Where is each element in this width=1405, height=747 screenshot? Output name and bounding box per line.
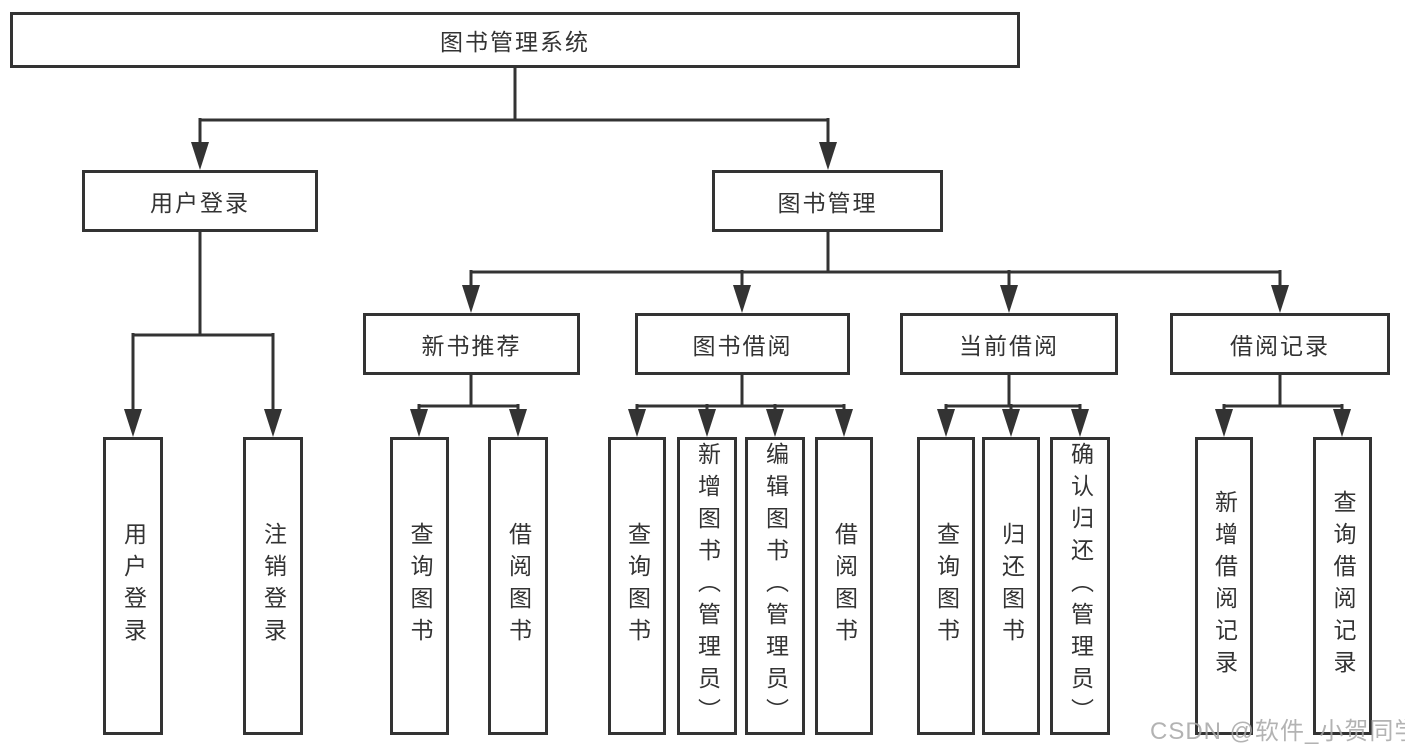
arrowhead xyxy=(509,409,527,437)
arrowhead xyxy=(191,142,209,170)
node-label: 确认归还（管理员） xyxy=(1067,442,1094,730)
connector-new-book-recommend xyxy=(417,375,520,415)
arrowhead xyxy=(628,409,646,437)
arrowhead xyxy=(698,409,716,437)
node-query-books-recommend: 查询图书 xyxy=(390,437,449,735)
node-label: 借阅图书 xyxy=(831,522,858,650)
node-query-borrow-record: 查询借阅记录 xyxy=(1313,437,1372,735)
arrowhead xyxy=(1271,285,1289,313)
node-label: 归还图书 xyxy=(998,522,1025,650)
node-label: 当前借阅 xyxy=(959,333,1059,359)
node-label: 新书推荐 xyxy=(421,333,522,359)
node-user-login-branch: 用户登录 xyxy=(82,170,318,232)
node-label: 用户登录 xyxy=(150,190,250,216)
node-book-borrow: 图书借阅 xyxy=(635,313,850,375)
node-label: 查询借阅记录 xyxy=(1330,490,1356,682)
node-label: 新增借阅记录 xyxy=(1211,490,1238,682)
arrowhead xyxy=(264,409,282,437)
node-label: 查询图书 xyxy=(933,522,960,650)
node-label: 借阅记录 xyxy=(1230,333,1330,359)
node-logout: 注销登录 xyxy=(243,437,303,735)
arrowhead xyxy=(835,409,853,437)
arrowhead xyxy=(410,409,428,437)
node-library-system: 图书管理系统 xyxy=(10,12,1020,68)
node-borrow-books: 借阅图书 xyxy=(815,437,873,735)
node-return-books: 归还图书 xyxy=(982,437,1040,735)
connector-book-management xyxy=(469,232,1282,291)
connector-root xyxy=(198,68,830,150)
node-current-borrow: 当前借阅 xyxy=(900,313,1118,375)
arrowhead xyxy=(1002,409,1020,437)
node-add-borrow-record: 新增借阅记录 xyxy=(1195,437,1253,735)
arrowhead xyxy=(1071,409,1089,437)
arrowhead xyxy=(462,285,480,313)
node-edit-books-admin: 编辑图书（管理员） xyxy=(745,437,805,735)
node-label: 图书管理系统 xyxy=(440,29,590,55)
node-confirm-return-admin: 确认归还（管理员） xyxy=(1050,437,1110,735)
node-label: 注销登录 xyxy=(260,522,287,650)
node-borrow-books-recommend: 借阅图书 xyxy=(488,437,548,735)
arrowhead xyxy=(1215,409,1233,437)
csdn-watermark: CSDN @软件_小贺同学 xyxy=(1150,718,1405,745)
node-label: 借阅图书 xyxy=(505,522,532,650)
node-label: 新增图书（管理员） xyxy=(694,442,721,730)
arrowhead xyxy=(733,285,751,313)
node-user-login: 用户登录 xyxy=(103,437,163,735)
node-label: 查询图书 xyxy=(407,522,433,650)
connector-borrow-records xyxy=(1222,375,1344,415)
connector-book-borrow xyxy=(635,375,846,415)
node-new-book-recommend: 新书推荐 xyxy=(363,313,580,375)
node-label: 编辑图书（管理员） xyxy=(762,442,789,730)
node-add-books-admin: 新增图书（管理员） xyxy=(677,437,737,735)
node-label: 查询图书 xyxy=(624,522,651,650)
arrowhead xyxy=(937,409,955,437)
node-query-books-current: 查询图书 xyxy=(917,437,975,735)
node-label: 图书借阅 xyxy=(692,333,793,359)
node-book-management: 图书管理 xyxy=(712,170,943,232)
node-label: 图书管理 xyxy=(777,190,878,216)
node-query-books-borrow: 查询图书 xyxy=(608,437,666,735)
arrowhead xyxy=(1000,285,1018,313)
node-borrow-records: 借阅记录 xyxy=(1170,313,1390,375)
connector-user-login xyxy=(131,232,275,415)
node-label: 用户登录 xyxy=(120,522,147,650)
arrowhead xyxy=(124,409,142,437)
arrowhead xyxy=(819,142,837,170)
arrowhead xyxy=(1333,409,1351,437)
arrowhead xyxy=(766,409,784,437)
